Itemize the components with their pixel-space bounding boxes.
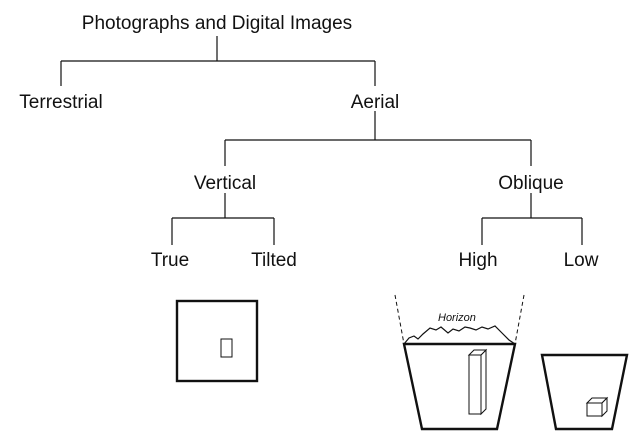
- node-high: High: [458, 250, 497, 271]
- horizon-label: Horizon: [438, 312, 476, 324]
- high-oblique-right-guide: [514, 294, 525, 345]
- tree-connectors: [60, 36, 583, 245]
- low-oblique-frame: [540, 353, 629, 431]
- node-oblique: Oblique: [498, 173, 564, 194]
- node-terrestrial: Terrestrial: [19, 92, 102, 113]
- node-true: True: [151, 250, 189, 271]
- low-oblique-cube-front: [586, 402, 603, 417]
- high-oblique-left-guide: [394, 294, 405, 345]
- high-oblique-illustration: Horizon: [394, 294, 525, 431]
- vertical-photo-object: [220, 338, 233, 358]
- high-oblique-frame: [402, 342, 517, 431]
- node-vertical: Vertical: [194, 173, 256, 194]
- tree-labels: Photographs and Digital Images Terrestri…: [19, 13, 598, 271]
- low-oblique-illustration: [540, 353, 629, 431]
- vertical-photo-illustration: [175, 299, 259, 383]
- node-aerial: Aerial: [351, 92, 400, 113]
- vertical-photo-frame: [175, 299, 259, 383]
- node-tilted: Tilted: [251, 250, 297, 271]
- high-oblique-building-front: [468, 354, 482, 415]
- high-oblique-building-side: [480, 348, 487, 416]
- node-low: Low: [564, 250, 599, 271]
- horizon-line: [403, 325, 516, 345]
- node-root: Photographs and Digital Images: [82, 13, 352, 34]
